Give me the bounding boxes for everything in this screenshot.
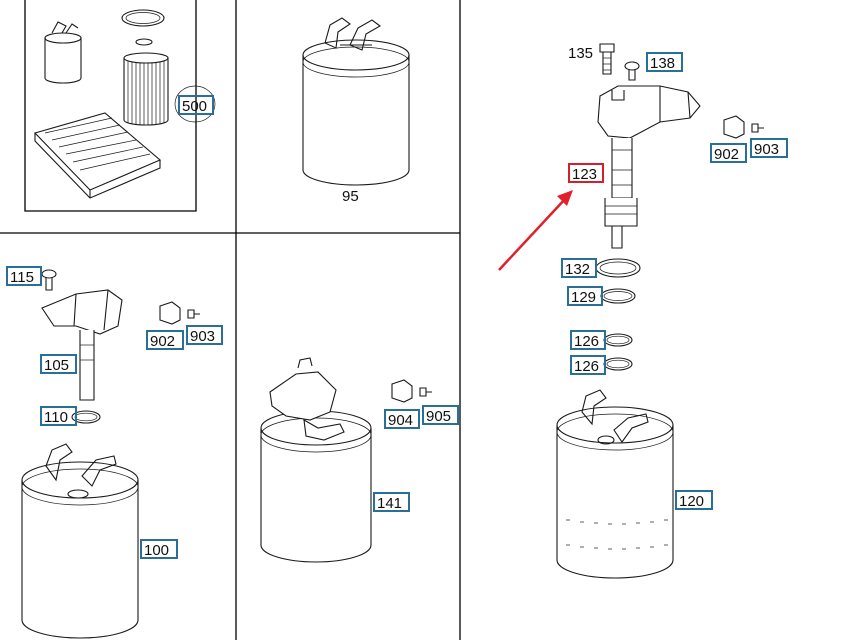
callout-905[interactable]: 905 (422, 405, 459, 425)
callout-126-upper[interactable]: 126 (570, 330, 606, 350)
callout-100[interactable]: 100 (140, 539, 178, 559)
callout-500[interactable]: 500 (178, 95, 214, 115)
callout-129[interactable]: 129 (567, 286, 603, 306)
callout-115[interactable]: 115 (6, 266, 42, 286)
callout-110[interactable]: 110 (40, 406, 77, 426)
panel-dividers (0, 0, 461, 640)
callout-138[interactable]: 138 (646, 52, 683, 72)
callout-902-left[interactable]: 902 (146, 330, 184, 350)
callout-123-highlighted[interactable]: 123 (568, 163, 604, 183)
callout-903-right[interactable]: 903 (750, 138, 788, 158)
sensor-assembly-drawing (556, 43, 764, 579)
callout-132[interactable]: 132 (561, 258, 597, 278)
filter-141-drawing (260, 357, 432, 563)
label-95: 95 (342, 188, 359, 205)
filter-100-drawing (21, 269, 200, 639)
label-135: 135 (568, 45, 594, 62)
service-kit-drawing (33, 9, 216, 199)
callout-120[interactable]: 120 (675, 490, 713, 510)
callout-903-left[interactable]: 903 (186, 325, 223, 345)
callout-126-lower[interactable]: 126 (570, 355, 606, 375)
highlight-arrow (498, 190, 573, 271)
callout-105[interactable]: 105 (40, 354, 77, 374)
filter-95-drawing (302, 17, 410, 186)
callout-904[interactable]: 904 (384, 409, 420, 429)
callout-141[interactable]: 141 (373, 492, 410, 512)
callout-902-right[interactable]: 902 (710, 143, 747, 163)
